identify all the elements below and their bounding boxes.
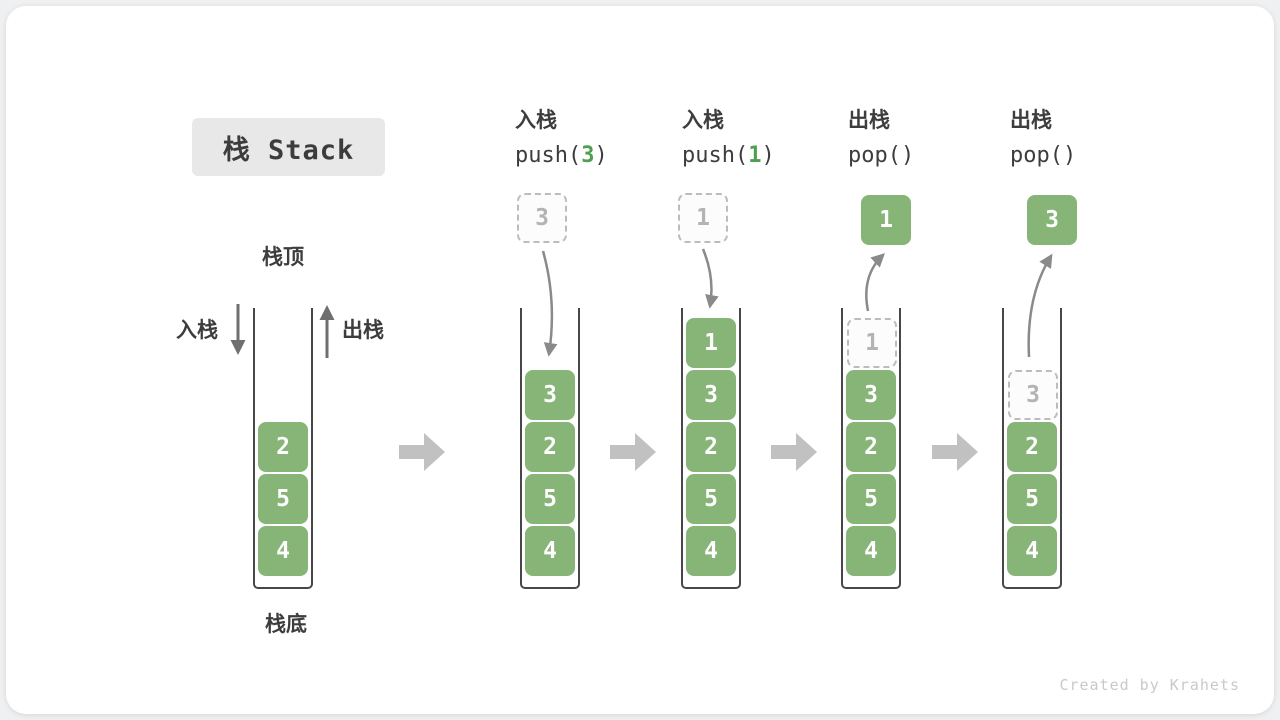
stack-block: 4 xyxy=(1007,526,1057,576)
stack-block: 4 xyxy=(846,526,896,576)
op-label-push-3: 入栈 push(3) xyxy=(515,108,675,169)
stack-block: 4 xyxy=(686,526,736,576)
op-name: 出栈 xyxy=(848,109,890,132)
incoming-ghost-block: 1 xyxy=(678,193,728,243)
op-label-push-1: 入栈 push(1) xyxy=(682,108,842,169)
stack-block: 5 xyxy=(686,474,736,524)
watermark: Created by Krahets xyxy=(1059,676,1240,694)
diagram-card: 栈 Stack 入栈 push(3) 入栈 push(1) 出栈 pop() 出… xyxy=(6,6,1274,714)
op-name: 入栈 xyxy=(682,109,724,132)
stack-block: 5 xyxy=(1007,474,1057,524)
step-arrow xyxy=(399,433,445,471)
stack-container-5 xyxy=(1002,308,1062,589)
push-side-label: 入栈 xyxy=(176,319,218,342)
step-arrow xyxy=(610,433,656,471)
incoming-ghost-block: 3 xyxy=(517,193,567,243)
op-name: 出栈 xyxy=(1010,109,1052,132)
stack-container-3 xyxy=(681,308,741,589)
stack-container-4 xyxy=(841,308,901,589)
op-code: push(3) xyxy=(515,143,608,168)
op-name: 入栈 xyxy=(515,109,557,132)
op-code: pop() xyxy=(1010,143,1077,168)
op-code: pop() xyxy=(848,143,915,168)
stack-container-1 xyxy=(253,308,313,589)
stack-block: 2 xyxy=(686,422,736,472)
step-arrow xyxy=(771,433,817,471)
stack-block: 4 xyxy=(525,526,575,576)
popped-block: 3 xyxy=(1027,195,1077,245)
stack-bottom-label: 栈底 xyxy=(265,613,307,636)
stack-block: 5 xyxy=(846,474,896,524)
pop-arrow-1 xyxy=(865,253,885,312)
popped-block: 1 xyxy=(861,195,911,245)
removed-ghost-block: 1 xyxy=(847,318,897,368)
stack-block: 4 xyxy=(258,526,308,576)
stack-block: 2 xyxy=(846,422,896,472)
stack-block: 3 xyxy=(525,370,575,420)
op-label-pop-3: 出栈 pop() xyxy=(1010,108,1170,169)
stack-block: 3 xyxy=(846,370,896,420)
stack-top-label: 栈顶 xyxy=(262,246,304,269)
removed-ghost-block: 3 xyxy=(1008,370,1058,420)
stack-block: 3 xyxy=(686,370,736,420)
stack-container-2 xyxy=(520,308,580,589)
title-box: 栈 Stack xyxy=(192,118,385,176)
step-arrow xyxy=(932,433,978,471)
stack-block: 2 xyxy=(525,422,575,472)
op-label-pop-1: 出栈 pop() xyxy=(848,108,1008,169)
stack-block: 5 xyxy=(525,474,575,524)
stack-block: 2 xyxy=(258,422,308,472)
stack-block: 1 xyxy=(686,318,736,368)
pop-side-label: 出栈 xyxy=(342,319,384,342)
title-text: 栈 Stack xyxy=(222,134,355,166)
stack-block: 5 xyxy=(258,474,308,524)
stack-block: 2 xyxy=(1007,422,1057,472)
op-code: push(1) xyxy=(682,143,775,168)
push-arrow-1 xyxy=(701,248,719,309)
